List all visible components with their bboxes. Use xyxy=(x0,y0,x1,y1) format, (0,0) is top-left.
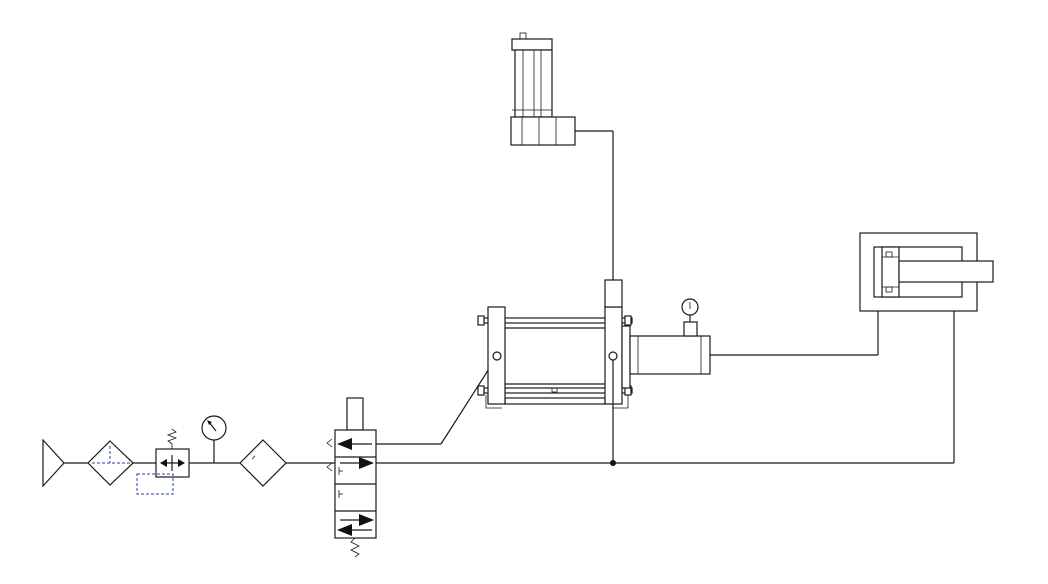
air-source-icon xyxy=(42,438,65,488)
reservoir-line xyxy=(575,130,614,280)
booster-pressure-gauge-icon xyxy=(681,298,699,322)
filter-icon xyxy=(87,440,134,486)
directional-control-valve xyxy=(326,397,377,558)
supply-pressure-gauge-icon xyxy=(201,415,227,463)
hydraulic-output-line xyxy=(710,311,879,356)
lubricator-icon xyxy=(239,439,287,487)
work-cylinder xyxy=(859,232,994,312)
air-hydraulic-booster xyxy=(477,279,711,463)
pressure-regulator-icon xyxy=(136,428,190,495)
reservoir-cylinder xyxy=(510,32,576,146)
valve-outlet-lines xyxy=(376,360,954,464)
